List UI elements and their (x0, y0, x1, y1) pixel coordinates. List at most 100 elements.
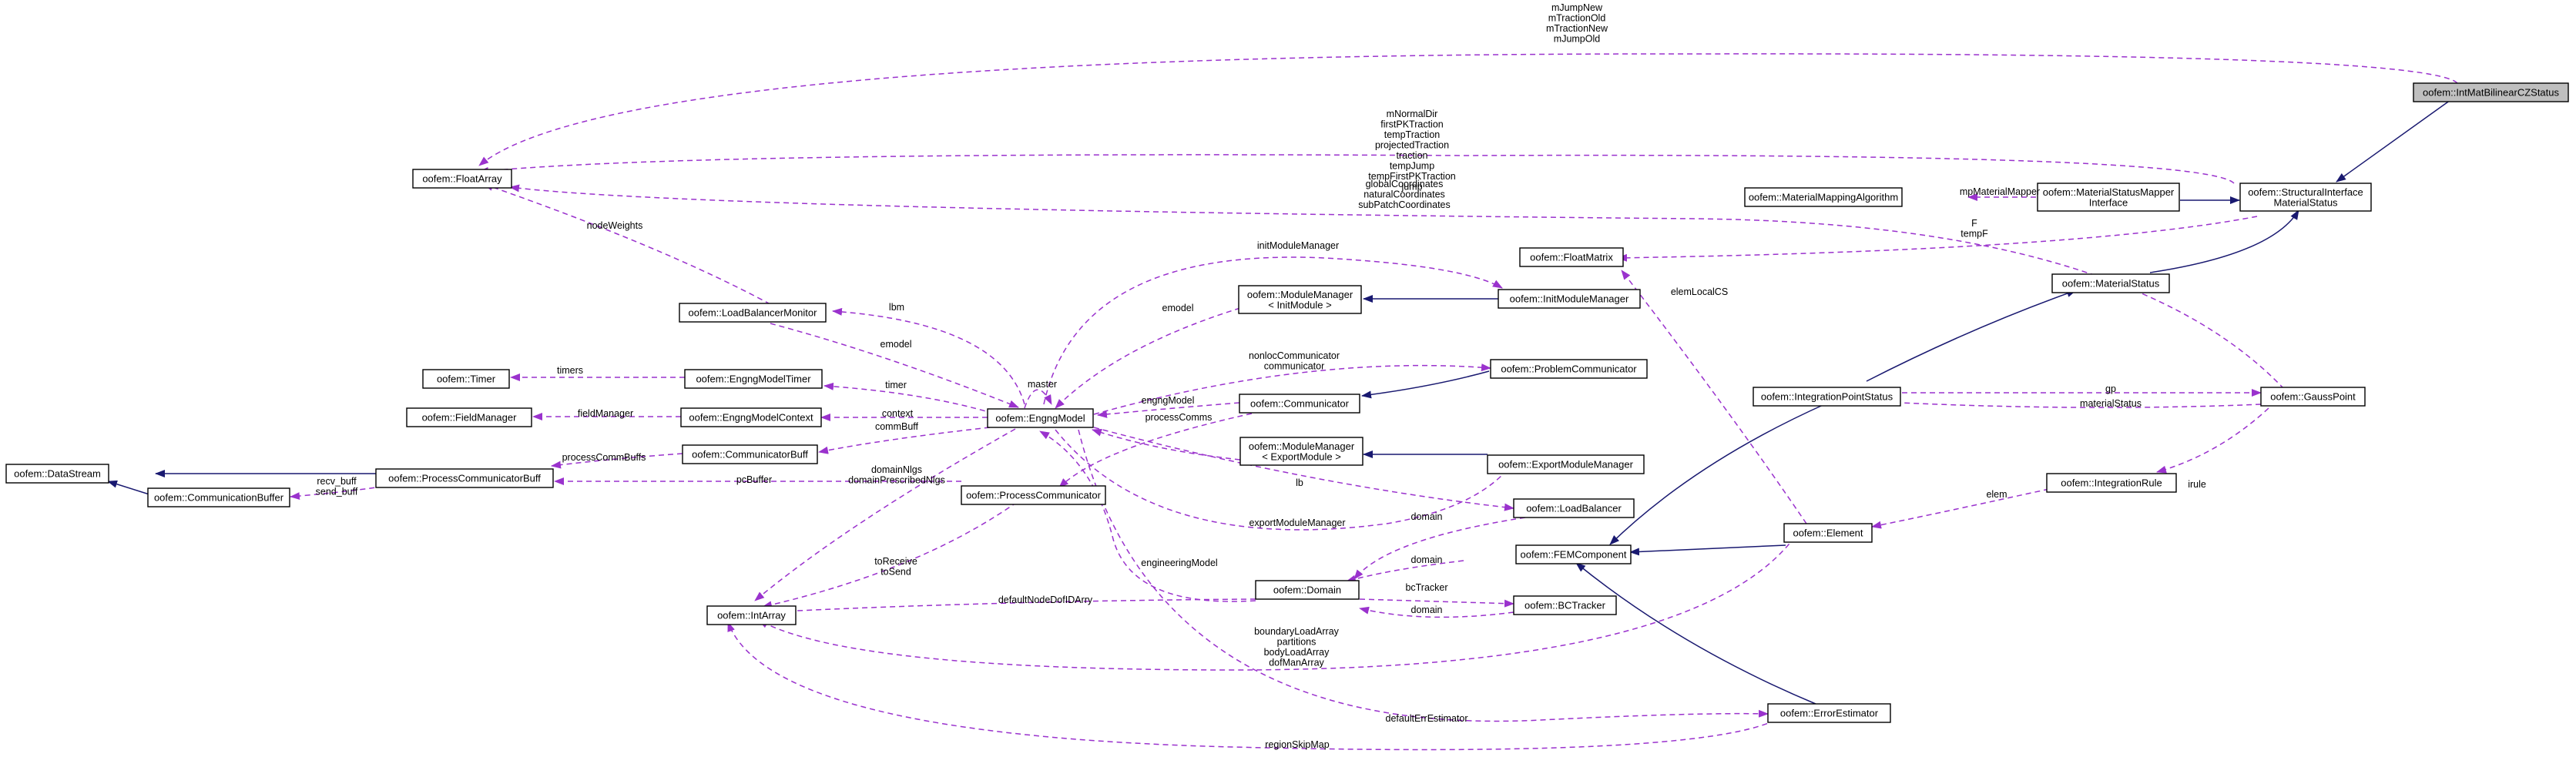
node-label: oofem::FEMComponent (1520, 549, 1626, 561)
node-processcommunicator[interactable]: oofem::ProcessCommunicator (961, 485, 1106, 505)
usage-edge-em-imm (1043, 256, 1503, 405)
node-materialmappingalgorithm[interactable]: oofem::MaterialMappingAlgorithm (1744, 187, 1903, 207)
usage-edge-comm-em (1097, 402, 1240, 418)
node-communicatorbuff[interactable]: oofem::CommunicatorBuff (682, 444, 818, 464)
usage-edge-em-lbm (832, 307, 1025, 405)
edge-label: fieldManager (578, 408, 633, 419)
node-problemcommunicator[interactable]: oofem::ProblemCommunicator (1490, 359, 1648, 379)
node-initmodulemanager[interactable]: oofem::InitModuleManager (1498, 289, 1641, 309)
edge-label: irule (2188, 479, 2206, 490)
node-communicator[interactable]: oofem::Communicator (1239, 394, 1360, 414)
usage-edge-em-probcomm (1093, 363, 1491, 415)
node-materialstatus[interactable]: oofem::MaterialStatus (2051, 273, 2170, 293)
edge-label: master (1028, 379, 1057, 390)
usage-edge-femc-domain (1346, 560, 1464, 583)
usage-edge-em-lb (1093, 427, 1514, 511)
usage-edge-errest-intarray (727, 621, 1776, 751)
inherit-edge-matstat-to-sims (2149, 209, 2299, 273)
usage-edge-em-intarray (754, 428, 1016, 601)
node-modulemanager-initmodule[interactable]: oofem::ModuleManager< InitModule > (1238, 285, 1362, 314)
node-label: oofem::Timer (437, 373, 496, 385)
node-label: oofem::Element (1793, 528, 1863, 539)
node-label: oofem::FloatMatrix (1530, 252, 1613, 263)
usage-edge-pc-intarray (762, 496, 1025, 609)
node-label: oofem::LoadBalancer (1526, 503, 1622, 514)
node-label: oofem::ProblemCommunicator (1501, 363, 1637, 375)
node-label: oofem::MaterialMappingAlgorithm (1749, 192, 1898, 203)
usage-edge-sims-floatarray (478, 154, 2235, 184)
inherit-edge-ips-to-matstat (1866, 290, 2077, 382)
node-integrationrule[interactable]: oofem::IntegrationRule (2046, 473, 2177, 493)
node-floatmatrix[interactable]: oofem::FloatMatrix (1519, 247, 1624, 267)
node-timer[interactable]: oofem::Timer (422, 369, 510, 389)
node-domain[interactable]: oofem::Domain (1255, 580, 1360, 600)
node-engngmodel[interactable]: oofem::EngngModel (987, 408, 1094, 428)
inherit-edge-sims-to-intmat (2336, 92, 2462, 183)
edge-label: commBuff (875, 421, 919, 432)
edge-label: processComms (1145, 412, 1213, 423)
edge-label: gp (2105, 384, 2116, 394)
node-gausspoint[interactable]: oofem::GaussPoint (2260, 387, 2366, 407)
node-intarray[interactable]: oofem::IntArray (706, 605, 797, 625)
node-label: oofem::ProcessCommunicatorBuff (388, 473, 541, 484)
edge-label: nodeWeights (587, 220, 643, 231)
usage-edge-lbm-em (770, 323, 1019, 408)
edge-label: pcBuffer (736, 474, 772, 485)
node-floatarray[interactable]: oofem::FloatArray (412, 169, 512, 189)
node-communicationbuffer[interactable]: oofem::CommunicationBuffer (147, 487, 290, 507)
node-label: oofem::GaussPoint (2270, 391, 2356, 403)
node-exportmodulemanager[interactable]: oofem::ExportModuleManager (1487, 454, 1645, 474)
node-loadbalancer[interactable]: oofem::LoadBalancer (1513, 498, 1635, 518)
node-engngmodelcontext[interactable]: oofem::EngngModelContext (680, 407, 822, 427)
node-label: oofem::IntArray (717, 610, 786, 621)
node-label: oofem::ProcessCommunicator (966, 490, 1102, 501)
edge-label: elemLocalCS (1671, 286, 1728, 297)
node-label: oofem::InitModuleManager (1510, 293, 1629, 305)
node-label: oofem::EngngModelTimer (696, 373, 811, 385)
node-label: oofem::Communicator (1250, 398, 1350, 410)
node-engngmodeltimer[interactable]: oofem::EngngModelTimer (684, 369, 823, 389)
inherit-edge-femc-to-element (1629, 544, 1786, 556)
usage-edge-em-commbuff (818, 427, 991, 454)
node-element[interactable]: oofem::Element (1783, 523, 1873, 543)
usage-edge-domain-bct (1359, 598, 1514, 608)
edge-label: materialStatus (2080, 398, 2142, 409)
usage-edge-commbuff-pcb (551, 453, 683, 469)
edge-label: domain (1411, 554, 1443, 565)
node-datastream[interactable]: oofem::DataStream (5, 464, 109, 484)
node-integrationpointstatus[interactable]: oofem::IntegrationPointStatus (1753, 387, 1901, 407)
usage-edge-em-em-master (1024, 389, 1052, 409)
usage-edge-em-errest (1078, 429, 1769, 722)
usage-edge-element-intarray (758, 536, 1796, 671)
node-femcomponent[interactable]: oofem::FEMComponent (1515, 544, 1632, 564)
edge-label: bcTracker (1405, 582, 1447, 593)
node-loadbalancermonitor[interactable]: oofem::LoadBalancerMonitor (679, 303, 827, 323)
node-label: oofem::IntegrationPointStatus (1761, 391, 1893, 403)
node-label: oofem::CommunicatorBuff (692, 449, 808, 461)
node-errorestimator[interactable]: oofem::ErrorEstimator (1767, 703, 1891, 723)
edge-label: elem (1986, 489, 2007, 500)
node-bctracker[interactable]: oofem::BCTracker (1513, 595, 1617, 615)
inherit-edge-probcomm-to-comm (1361, 370, 1490, 399)
node-modulemanager-exportmodule[interactable]: oofem::ModuleManager< ExportModule > (1239, 437, 1363, 466)
node-label: oofem::LoadBalancerMonitor (689, 307, 818, 319)
edge-label: emodel (880, 339, 912, 350)
inherit-edge-datastream-to-cbuf (107, 480, 153, 496)
edge-label: processCommBuffs (562, 452, 646, 463)
node-processcommunicatorbuff[interactable]: oofem::ProcessCommunicatorBuff (375, 468, 554, 488)
node-fieldmanager[interactable]: oofem::FieldManager (406, 407, 532, 427)
node-intmatbilinearczstatus[interactable]: oofem::IntMatBilinearCZStatus (2413, 82, 2569, 102)
node-label: oofem::BCTracker (1524, 600, 1606, 611)
